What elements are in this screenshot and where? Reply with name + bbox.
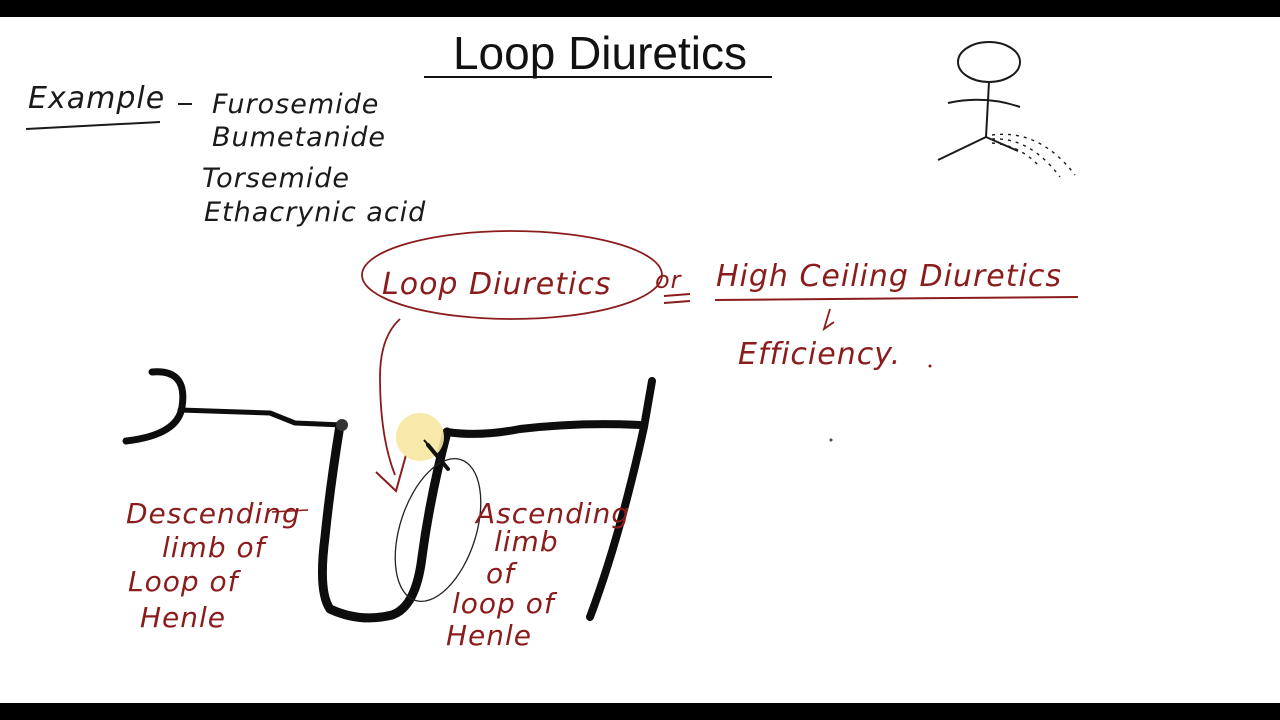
example-item-2: Bumetanide — [212, 122, 386, 153]
example-item-1: Furosemide — [212, 89, 379, 120]
ascending-limb-top — [447, 424, 640, 434]
equals-sign — [664, 294, 690, 303]
high-ceiling-underline — [715, 297, 1078, 300]
example-item-3: Torsemide — [202, 163, 350, 194]
ascending-label-line-3: of — [486, 557, 515, 591]
bowmans-capsule — [126, 372, 183, 441]
or-label: or — [655, 266, 682, 294]
example-label: Example — [28, 81, 165, 116]
descending-label-line-1: Descending — [126, 497, 301, 531]
example-underline — [26, 122, 160, 129]
whiteboard: Loop Diuretics Example Furosemide Bumeta… — [0, 17, 1280, 703]
ascending-label-line-4: loop of — [452, 587, 555, 621]
efficiency-label: Efficiency. — [738, 337, 901, 372]
efficiency-arrow — [824, 309, 834, 329]
ascending-label-line-2: limb — [494, 525, 559, 559]
descending-label-line-4: Henle — [140, 601, 226, 635]
pointer-arrowhead — [376, 455, 406, 491]
node-dot — [336, 419, 348, 431]
proximal-tubule — [180, 410, 343, 425]
stray-dot — [830, 439, 833, 442]
loop-diuretics-label: Loop Diuretics — [382, 267, 611, 302]
stray-dot — [929, 365, 932, 368]
descending-label-line-3: Loop of — [128, 565, 239, 599]
page-title: Loop Diuretics — [0, 26, 1200, 80]
pointer-arrow — [380, 319, 400, 475]
descending-label-line-2: limb of — [162, 531, 266, 565]
example-item-4: Ethacrynic acid — [204, 197, 426, 228]
ascending-label-line-5: Henle — [446, 619, 532, 653]
high-ceiling-label: High Ceiling Diuretics — [716, 259, 1062, 294]
